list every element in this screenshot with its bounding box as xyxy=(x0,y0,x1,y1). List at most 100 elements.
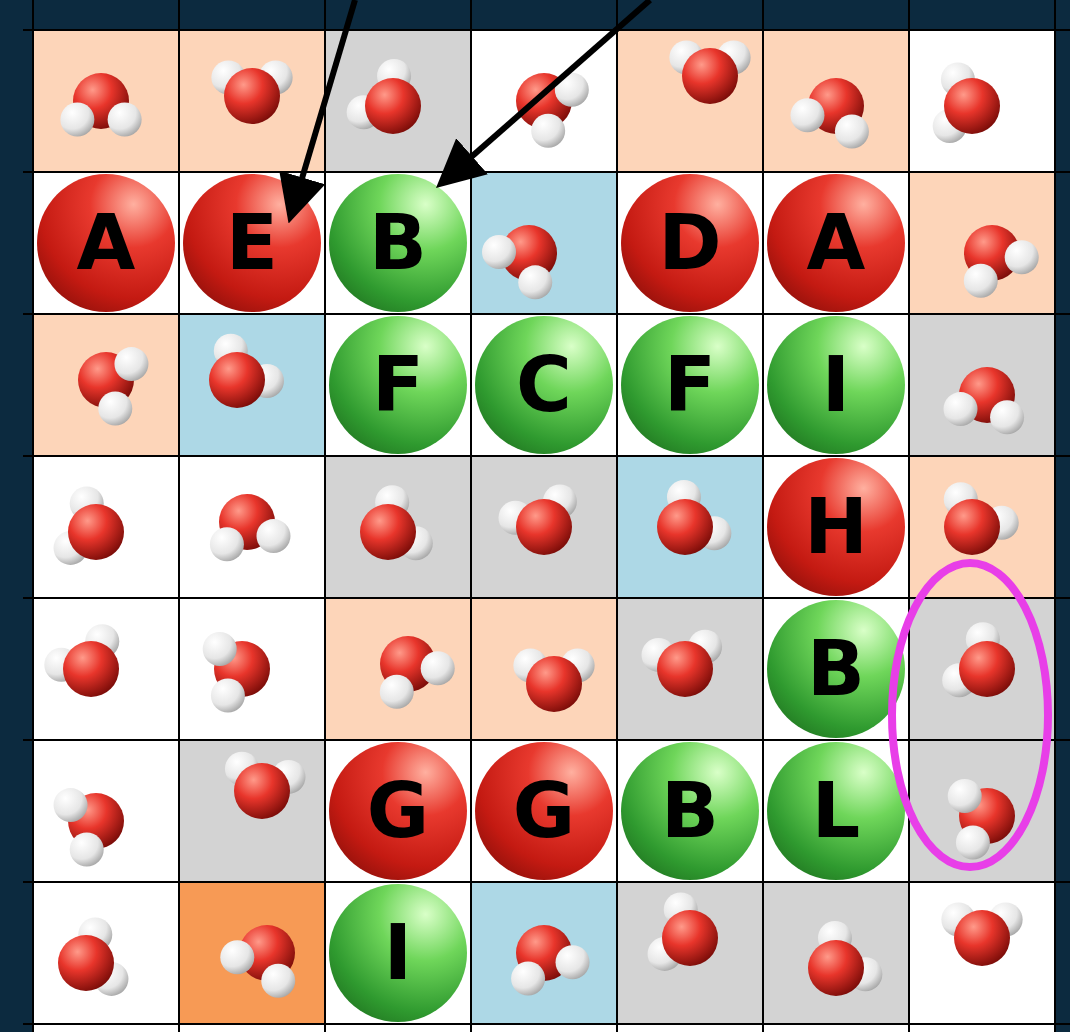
grid-cell xyxy=(909,598,1055,740)
atom-sphere: C xyxy=(475,316,613,454)
atom-sphere: H xyxy=(767,458,905,596)
grid-cell xyxy=(909,882,1055,1024)
atom-sphere: G xyxy=(329,742,467,880)
atom-sphere: E xyxy=(183,174,321,312)
grid-cell xyxy=(325,314,471,456)
atom-sphere: D xyxy=(621,174,759,312)
pointer-arrow xyxy=(292,0,355,212)
grid-cell xyxy=(325,172,471,314)
grid-cell xyxy=(325,598,471,740)
water-molecule xyxy=(482,225,557,299)
atom-sphere: L xyxy=(767,742,905,880)
atom-label: L xyxy=(812,773,860,849)
grid-cell xyxy=(763,30,909,172)
atom-sphere: B xyxy=(329,174,467,312)
water-molecule xyxy=(347,59,421,134)
atom-label: I xyxy=(822,347,850,423)
atom-sphere: G xyxy=(475,742,613,880)
grid-cell xyxy=(33,314,179,456)
grid-cell xyxy=(325,30,471,172)
grid-cell xyxy=(33,740,179,882)
water-molecule xyxy=(942,622,1015,697)
water-molecule xyxy=(669,41,750,104)
atom-sphere: F xyxy=(329,316,467,454)
grid-cell xyxy=(33,456,179,598)
atom-label: B xyxy=(661,773,719,849)
grid-cell xyxy=(325,740,471,882)
atom-label: F xyxy=(372,347,424,423)
grid-cell xyxy=(617,740,763,882)
grid-cell xyxy=(179,882,325,1024)
grid-cell xyxy=(179,172,325,314)
water-molecule xyxy=(203,632,270,713)
water-molecule xyxy=(380,636,455,709)
grid-line xyxy=(32,0,34,1032)
grid-cell xyxy=(763,456,909,598)
atom-sphere: F xyxy=(621,316,759,454)
atom-label: E xyxy=(226,205,278,281)
water-molecule xyxy=(516,73,589,148)
grid-cell xyxy=(471,314,617,456)
grid-line xyxy=(23,881,1070,883)
water-molecule xyxy=(941,903,1022,966)
water-molecule xyxy=(642,630,723,697)
grid-line xyxy=(178,0,180,1032)
water-molecule xyxy=(78,347,148,425)
grid-cell xyxy=(471,172,617,314)
grid-cell xyxy=(33,882,179,1024)
water-molecule xyxy=(513,649,594,712)
water-molecule xyxy=(58,917,128,995)
water-molecule xyxy=(511,925,589,995)
water-molecule xyxy=(933,63,1000,144)
grid-cell xyxy=(33,598,179,740)
water-molecule xyxy=(54,788,124,866)
water-molecule xyxy=(657,480,731,555)
atom-label: D xyxy=(658,205,721,281)
grid-cell xyxy=(909,172,1055,314)
grid-line xyxy=(762,0,764,1032)
atom-label: I xyxy=(384,915,412,991)
water-molecule xyxy=(648,892,718,970)
grid-cell xyxy=(763,882,909,1024)
water-molecule xyxy=(220,925,295,998)
pointer-arrow xyxy=(445,0,650,180)
water-molecule xyxy=(944,367,1025,434)
atom-label: C xyxy=(516,347,572,423)
atom-sphere: B xyxy=(767,600,905,738)
grid-line xyxy=(23,1023,1070,1025)
atom-label: G xyxy=(367,773,429,849)
grid-cell xyxy=(617,30,763,172)
atom-label: H xyxy=(804,489,868,565)
atom-label: B xyxy=(369,205,427,281)
grid-line xyxy=(908,0,910,1032)
grid-cell xyxy=(325,456,471,598)
grid-cell xyxy=(33,30,179,172)
atom-sphere: B xyxy=(621,742,759,880)
atom-sphere: I xyxy=(329,884,467,1022)
grid-cell xyxy=(179,456,325,598)
grid-line xyxy=(616,0,618,1032)
atom-sphere: I xyxy=(767,316,905,454)
water-molecule xyxy=(211,61,292,124)
grid-cell xyxy=(325,882,471,1024)
grid-cell xyxy=(617,882,763,1024)
atom-label: A xyxy=(77,205,136,281)
grid-line xyxy=(23,597,1070,599)
water-molecule xyxy=(944,482,1019,555)
atom-label: F xyxy=(664,347,716,423)
grid-line xyxy=(324,0,326,1032)
grid-cell xyxy=(471,30,617,172)
water-molecule xyxy=(44,624,119,697)
grid-cell xyxy=(471,456,617,598)
highlight-ellipse xyxy=(892,563,1048,867)
atom-label: G xyxy=(513,773,575,849)
water-molecule xyxy=(54,486,124,564)
grid-line xyxy=(23,171,1070,173)
grid-cell xyxy=(763,598,909,740)
grid-cell xyxy=(909,740,1055,882)
grid-line xyxy=(470,0,472,1032)
grid-cell xyxy=(179,30,325,172)
water-molecule xyxy=(964,225,1039,298)
grid-cell xyxy=(909,314,1055,456)
